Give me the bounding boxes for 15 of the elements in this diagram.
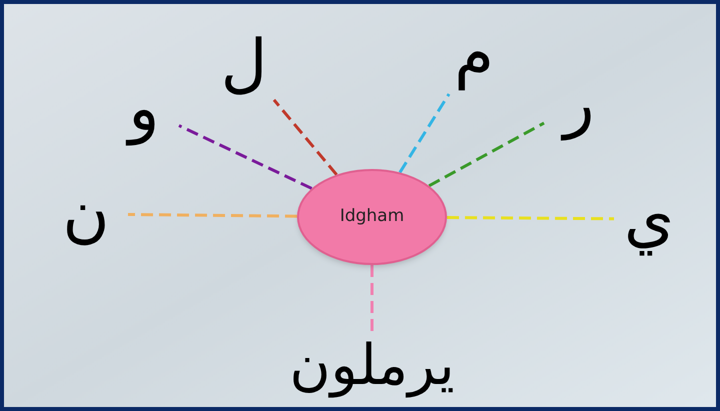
dashed-line xyxy=(272,98,338,176)
letter-label: م xyxy=(444,14,504,94)
letter-label: ل xyxy=(214,24,274,104)
letter-label: و xyxy=(109,74,179,144)
letter-label: ن xyxy=(44,169,128,259)
dashed-line xyxy=(398,93,450,174)
letter-label: يرملون xyxy=(252,331,492,401)
letter-label: ر xyxy=(544,69,614,139)
letter-label: ي xyxy=(614,184,684,254)
center-ellipse: Idgham xyxy=(297,169,447,265)
dashed-line xyxy=(370,265,374,331)
dashed-line xyxy=(178,124,312,190)
dashed-line xyxy=(128,212,298,218)
dashed-line xyxy=(428,122,545,188)
dashed-line xyxy=(446,216,614,220)
